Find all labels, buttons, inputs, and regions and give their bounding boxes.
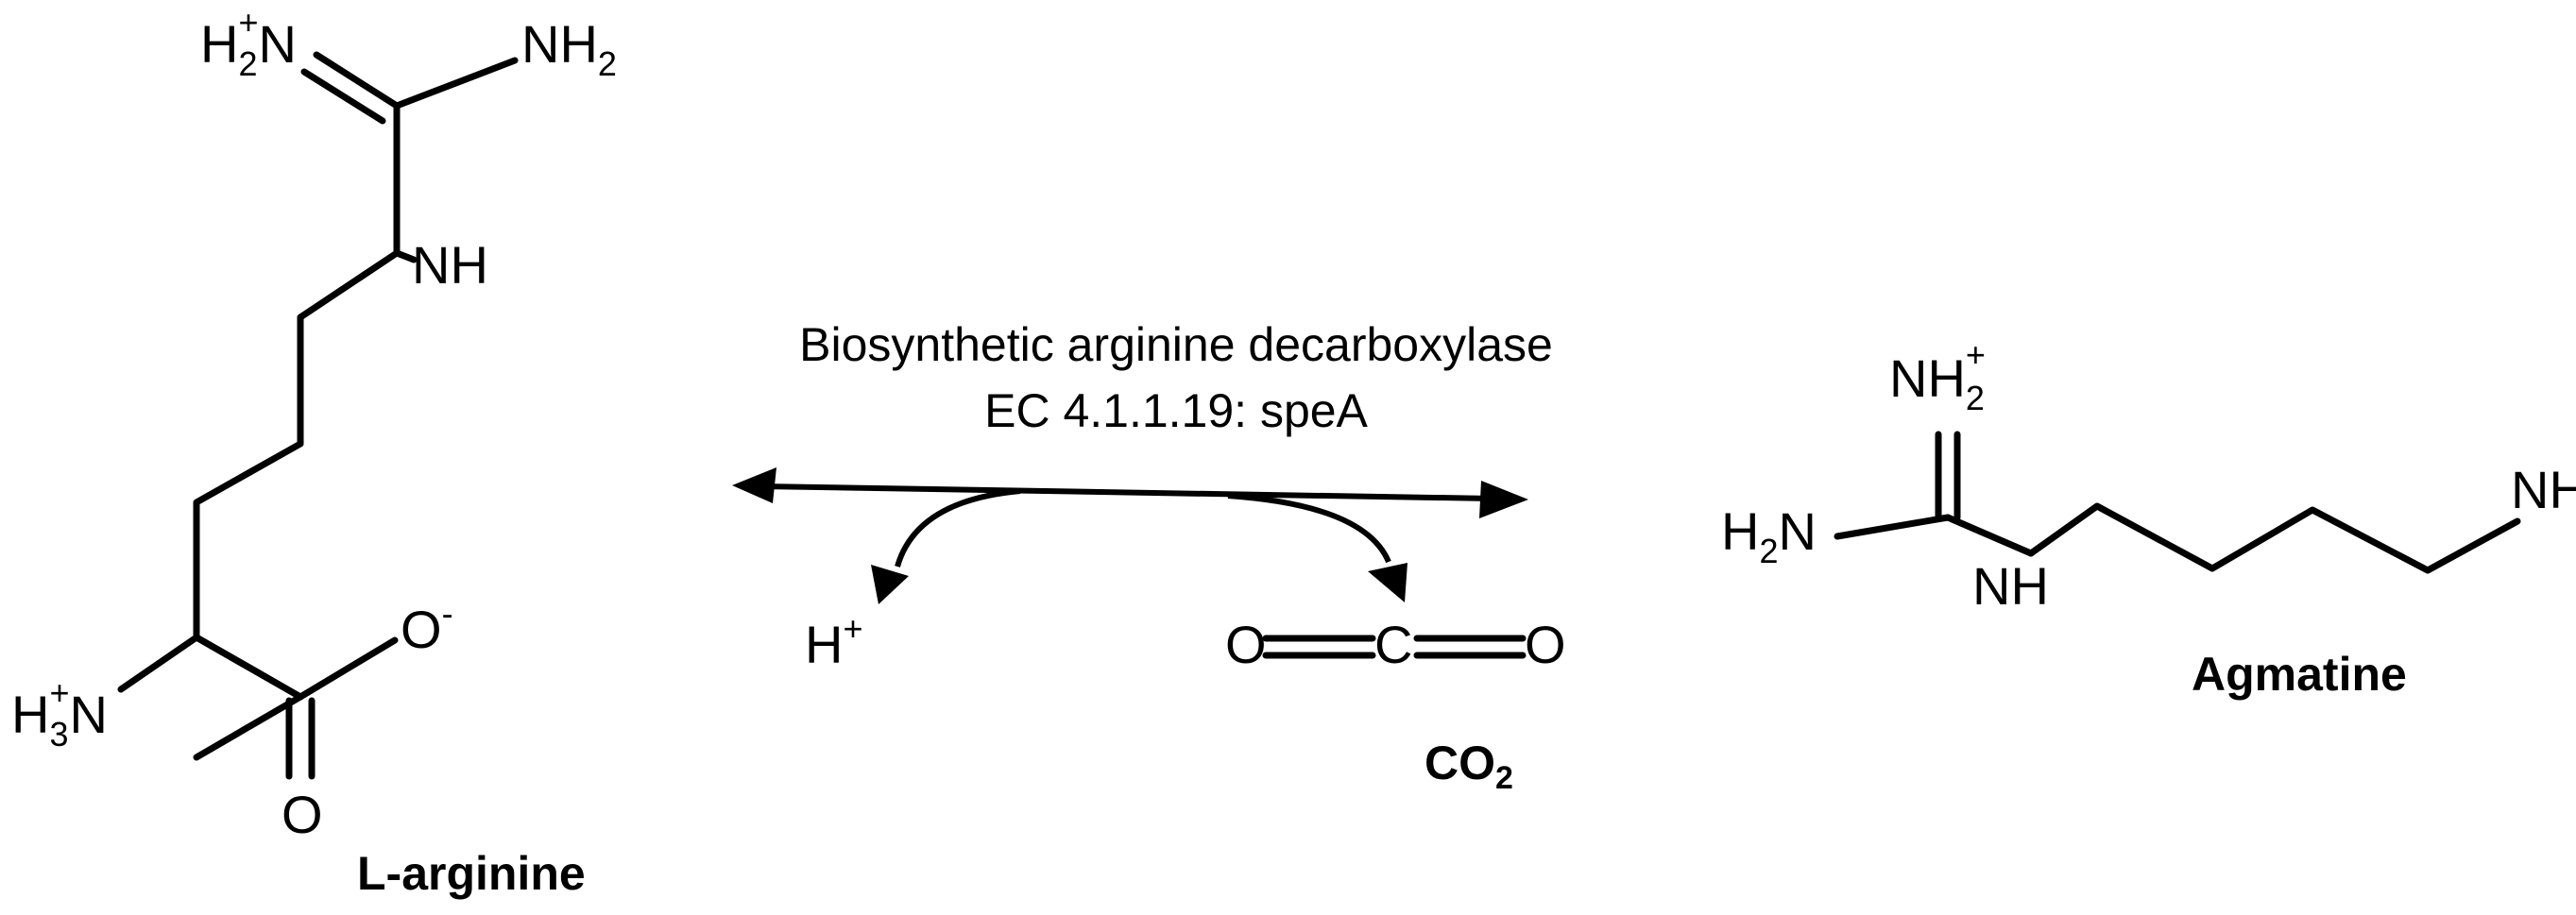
agmatine-amine-group: H2N <box>1721 501 1817 570</box>
reversible-reaction-arrow <box>759 483 1493 501</box>
agmatine-chain-bond <box>2027 502 2521 574</box>
proton-arrowhead <box>871 565 909 604</box>
co2-left-oxygen: O <box>1225 615 1267 674</box>
l-arginine-carboxyl-bond <box>193 634 304 701</box>
agmatine-c-nh-bond <box>1944 514 2035 557</box>
l-arginine-structure: H2+N NH2 NH O- O H3+N L-arginine <box>11 3 617 900</box>
l-arginine-c-o-minus-bond <box>297 636 399 701</box>
agmatine-nh-group: NH <box>1972 556 2049 616</box>
l-arginine-label: L-arginine <box>357 847 586 900</box>
agmatine-iminium-group: NH2+ <box>1889 335 1986 417</box>
proton-release-arrow <box>895 488 1021 568</box>
l-arginine-c-nh2-bond <box>393 57 519 110</box>
co2-arrowhead <box>1368 563 1407 602</box>
co2-byproduct: O C O CO2 <box>1225 615 1566 796</box>
agmatine-label: Agmatine <box>2192 648 2407 701</box>
agmatine-ammonium-group: NH3+ <box>2511 447 2576 529</box>
proton-byproduct: H+ <box>805 609 862 674</box>
l-arginine-alpha-n-bond <box>117 634 200 693</box>
l-arginine-n-h-bond <box>393 249 418 263</box>
enzyme-name: Biosynthetic arginine decarboxylase <box>799 318 1553 371</box>
co2-release-arrow <box>1227 493 1391 564</box>
svg-text:H+: H+ <box>805 609 862 674</box>
reaction-arrows: Biosynthetic arginine decarboxylase EC 4… <box>732 318 1553 604</box>
l-arginine-carboxylate-oxygen: O- <box>401 594 453 659</box>
l-arginine-amine-group: NH2 <box>521 14 617 83</box>
l-arginine-nh-group: NH <box>412 235 488 295</box>
agmatine-c-nh2-bond <box>1834 514 1952 540</box>
co2-carbon: C <box>1374 615 1412 674</box>
co2-right-oxygen: O <box>1525 615 1566 674</box>
arrowhead-left <box>732 467 776 503</box>
co2-label: CO2 <box>1424 737 1513 796</box>
l-arginine-backbone-bond <box>193 249 401 761</box>
agmatine-structure: NH2+ H2N NH NH3+ Agmatine <box>1721 335 2576 701</box>
l-arginine-c-n-double-bond-1 <box>313 51 401 110</box>
l-arginine-c-n-double-bond-2 <box>300 68 386 125</box>
enzyme-ec-number: EC 4.1.1.19: speA <box>984 384 1368 437</box>
l-arginine-amino-group: H3+N <box>11 673 108 754</box>
l-arginine-iminium-group: H2+N <box>200 3 297 83</box>
arrowhead-right <box>1479 481 1528 518</box>
l-arginine-carbonyl-oxygen: O <box>281 785 323 844</box>
